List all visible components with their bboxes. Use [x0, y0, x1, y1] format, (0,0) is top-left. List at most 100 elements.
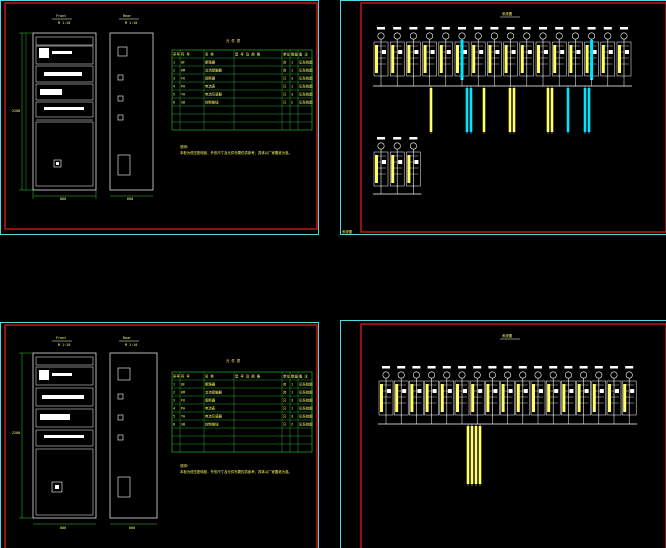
notes-title: 说明:: [180, 144, 189, 149]
sheet-frame: [4, 324, 318, 548]
table-cell: TA: [181, 93, 185, 97]
table-cell: 熔断器: [205, 76, 216, 81]
table-header-cell: 序号: [173, 374, 180, 379]
table-cell: 控制按钮: [205, 100, 219, 105]
table-cell: 电流互感器: [205, 414, 223, 419]
feeder-circuit: [584, 27, 599, 86]
feeder-circuit: [576, 366, 591, 424]
feeder-circuit: [393, 366, 409, 424]
table-cell: TA: [181, 415, 185, 419]
feeder-circuit: [439, 366, 455, 424]
feeder-circuit: [545, 366, 561, 424]
table-cell: SB: [181, 101, 185, 105]
table-cell: 4: [173, 85, 175, 89]
cable-annotation: [512, 86, 516, 134]
side-dimension: 600: [129, 526, 135, 530]
feeder-circuit: [515, 366, 531, 424]
side-view-scale: M 1:10: [125, 21, 137, 25]
table-cell: PA: [181, 85, 185, 89]
feeder-circuit: [561, 366, 576, 424]
table-cell: 台: [283, 382, 287, 387]
table-cell: 只: [283, 407, 287, 411]
sheet-border: [0, 0, 319, 235]
table-cell: 2: [173, 391, 175, 395]
table-header-cell: 型 号 及 规 格: [235, 52, 261, 57]
table-cell: 见系统图: [299, 84, 313, 89]
table-cell: 电流表: [205, 406, 216, 411]
table-cell: 4: [173, 407, 175, 411]
single-line-title: 系统图: [502, 11, 513, 16]
table-header-cell: 单位: [283, 52, 290, 57]
table-cell: 3: [173, 77, 175, 81]
notes-text: 本柜为低压配电柜，外形尺寸及元件布置仅供参考，具体以厂家图纸为准。: [180, 150, 292, 155]
table-cell: 1: [291, 407, 293, 411]
table-cell: FU: [181, 77, 185, 81]
feeder-circuit: [519, 27, 535, 86]
feeder-circuit: [470, 27, 486, 86]
table-cell: 见系统图: [299, 422, 313, 427]
table-cell: 3: [291, 415, 293, 419]
table-cell: 1: [173, 61, 175, 65]
feeder-circuit: [487, 27, 502, 86]
side-view: Rear M 1:10 600: [109, 336, 158, 530]
table-header-cell: 符 号: [181, 374, 190, 379]
table-cell: 交流接触器: [205, 68, 223, 73]
table-header-cell: 型 号 及 规 格: [235, 374, 261, 379]
table-cell: 1: [173, 383, 175, 387]
table-cell: 2: [291, 423, 293, 427]
table-header-cell: 单位: [283, 374, 290, 379]
table-cell: 见系统图: [299, 390, 313, 395]
table-cell: 只: [283, 415, 287, 419]
cable-annotation: [566, 86, 570, 134]
table-cell: 断路器: [205, 382, 216, 387]
feeder-circuit: [373, 27, 389, 86]
table-title: 元 件 表: [226, 358, 241, 363]
feeder-circuit: [535, 27, 551, 86]
table-cell: 5: [173, 415, 175, 419]
cable-annotation: [470, 424, 474, 486]
feeder-circuit: [422, 27, 437, 86]
single-line-diagram: [378, 366, 638, 486]
front-view-scale: M 1:10: [58, 343, 70, 347]
feeder-circuit: [406, 27, 421, 86]
single-line-diagram: [373, 27, 632, 134]
cable-annotation: [583, 86, 587, 134]
cable-annotation: [478, 424, 482, 486]
feeder-circuit: [438, 27, 454, 86]
sheet-frame: [360, 323, 666, 548]
cable-annotation: [550, 86, 554, 134]
table-cell: 6: [173, 101, 175, 105]
table-header-cell: 序号: [173, 52, 180, 57]
table-cell: 2: [291, 101, 293, 105]
width-dimension: 800: [60, 197, 66, 201]
table-cell: PA: [181, 407, 185, 411]
table-cell: KM: [181, 391, 185, 395]
sheet-frame: [360, 2, 666, 233]
feeder-circuit: [485, 366, 500, 424]
table-cell: 5: [173, 93, 175, 97]
table-cell: 电流表: [205, 84, 216, 89]
table-cell: 断路器: [205, 60, 216, 65]
sheet-bottom-left: Front M 1:10 800 2200 Rear: [0, 322, 319, 548]
height-dimension: 2200: [12, 431, 20, 435]
table-cell: 见系统图: [299, 406, 313, 411]
table-cell: 电流互感器: [205, 92, 223, 97]
sheet-top-left: Front M 1:10 800 2200: [0, 0, 319, 235]
cable-annotation: [465, 86, 469, 134]
table-cell: KM: [181, 69, 185, 73]
table-cell: 只: [283, 399, 287, 403]
table-cell: 见系统图: [299, 100, 313, 105]
feeder-circuit: [454, 27, 470, 86]
table-cell: 见系统图: [299, 398, 313, 403]
feeder-circuit: [454, 366, 470, 424]
width-dimension: 800: [60, 526, 66, 530]
cable-annotation: [587, 86, 591, 134]
height-dimension: 2200: [12, 109, 20, 113]
table-cell: 3: [173, 399, 175, 403]
table-cell: FU: [181, 399, 185, 403]
table-cell: QF: [181, 383, 185, 387]
table-cell: 台: [283, 68, 287, 73]
table-cell: 6: [173, 423, 175, 427]
